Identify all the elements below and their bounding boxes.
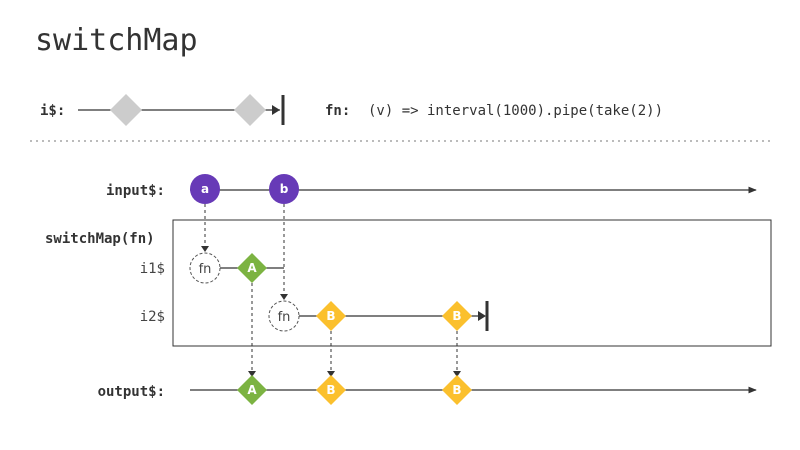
inner2-marble-b1-label: B	[326, 309, 335, 323]
inner1-label: i1$	[140, 261, 165, 277]
input-stream-label: input$:	[106, 183, 165, 199]
output-marble-b1-label: B	[326, 383, 335, 397]
inner1-marble-a-label: A	[247, 261, 257, 275]
input-marble-b-label: b	[280, 182, 289, 196]
output-marble-b2-label: B	[452, 383, 461, 397]
projection-b-arrow	[280, 294, 288, 300]
emission-b1-arrow	[327, 371, 335, 377]
input-marble-b: b	[269, 174, 299, 204]
output-marble-b2: B	[442, 375, 472, 405]
emission-a-arrow	[248, 371, 256, 377]
input-marble-a: a	[190, 174, 220, 204]
inner2-label: i2$	[140, 309, 165, 325]
inner-template-marble-2	[234, 94, 266, 126]
input-marble-a-label: a	[201, 182, 209, 196]
output-stream-label: output$:	[98, 384, 165, 400]
fn-code: (v) => interval(1000).pipe(take(2))	[368, 103, 663, 119]
emission-b2-arrow	[453, 371, 461, 377]
output-marble-a-label: A	[247, 383, 257, 397]
fn-label: fn:	[325, 103, 350, 119]
operator-box	[172, 219, 772, 347]
inner-template-marble-1	[110, 94, 142, 126]
output-marble-a: A	[237, 375, 267, 405]
diagram-title: switchMap	[35, 23, 198, 58]
inner2-marble-b2: B	[442, 301, 472, 331]
projection-a-arrow	[201, 246, 209, 252]
inner-template-arrow	[272, 105, 280, 115]
inner2-marble-b1: B	[316, 301, 346, 331]
inner1-fn-node: fn	[189, 252, 221, 284]
output-marble-b1: B	[316, 375, 346, 405]
inner1-marble-a-upper: A	[237, 253, 267, 283]
inner1-fn-text: fn	[199, 262, 212, 277]
operator-label: switchMap(fn)	[45, 231, 155, 247]
inner-stream-label: i$:	[40, 103, 65, 119]
inner2-marble-b2-label: B	[452, 309, 461, 323]
inner2-fn-node: fn	[268, 300, 300, 332]
inner2-fn-text: fn	[278, 310, 291, 325]
inner2-arrow	[478, 311, 486, 321]
